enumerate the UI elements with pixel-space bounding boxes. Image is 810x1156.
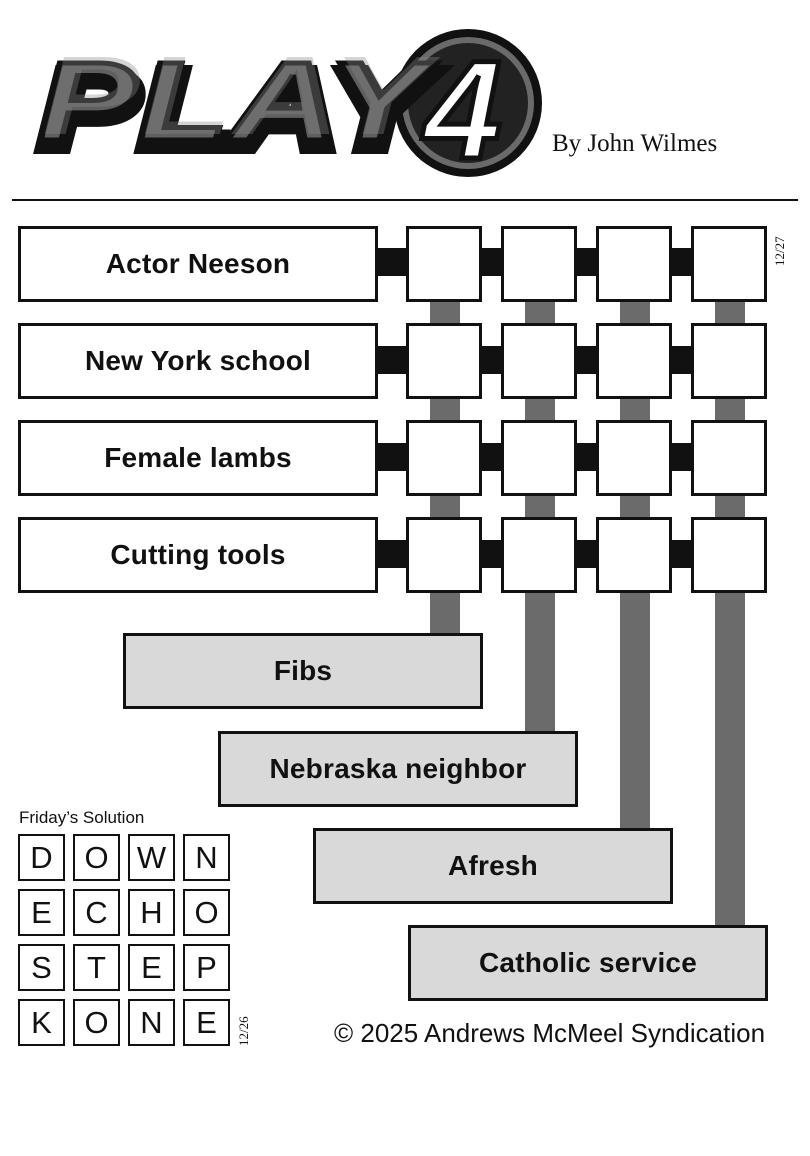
copyright: © 2025 Andrews McMeel Syndication: [334, 1018, 766, 1048]
answer-cell-r1c2[interactable]: [501, 226, 577, 302]
solution-cell: O: [183, 889, 230, 936]
answer-cell-r1c4[interactable]: [691, 226, 767, 302]
row-connector: [575, 443, 599, 471]
row-connector: [480, 248, 504, 276]
solution-cell: H: [128, 889, 175, 936]
answer-cell-r3c1[interactable]: [406, 420, 482, 496]
solution-cell: W: [128, 834, 175, 881]
row-connector: [670, 248, 694, 276]
solution-cell: E: [183, 999, 230, 1046]
down-clue-3: Afresh: [313, 828, 673, 904]
answer-cell-r2c4[interactable]: [691, 323, 767, 399]
row-connector: [575, 346, 599, 374]
answer-cell-r2c2[interactable]: [501, 323, 577, 399]
svg-text:PLAY: PLAY: [40, 47, 440, 172]
row-connector: [575, 248, 599, 276]
answer-cell-r4c1[interactable]: [406, 517, 482, 593]
down-bar-4: [715, 298, 745, 929]
across-clue-4: Cutting tools: [18, 517, 378, 593]
svg-text:PLAY: PLAY: [42, 33, 442, 158]
row-connector: [376, 248, 408, 276]
header-divider: [12, 199, 798, 201]
row-connector: [670, 346, 694, 374]
solution-date: 12/26: [236, 1016, 251, 1046]
row-connector: [480, 443, 504, 471]
row-connector: [670, 443, 694, 471]
across-clue-2: New York school: [18, 323, 378, 399]
row-connector: [480, 540, 504, 568]
answer-cell-r2c3[interactable]: [596, 323, 672, 399]
solution-cell: C: [73, 889, 120, 936]
solution-cell: D: [18, 834, 65, 881]
answer-cell-r4c2[interactable]: [501, 517, 577, 593]
play4-logo: PLAY PLAY PLAY 4: [34, 29, 542, 178]
byline: By John Wilmes: [552, 130, 718, 157]
solution-cell: P: [183, 944, 230, 991]
solution-cell: N: [128, 999, 175, 1046]
row-connector: [670, 540, 694, 568]
across-clue-3: Female lambs: [18, 420, 378, 496]
row-connector: [376, 540, 408, 568]
solution-cell: E: [128, 944, 175, 991]
answer-cell-r2c1[interactable]: [406, 323, 482, 399]
solution-cell: K: [18, 999, 65, 1046]
solution-cell: S: [18, 944, 65, 991]
across-clue-1: Actor Neeson: [18, 226, 378, 302]
solution-cell: E: [18, 889, 65, 936]
down-clue-1: Fibs: [123, 633, 483, 709]
answer-cell-r3c3[interactable]: [596, 420, 672, 496]
puzzle-date: 12/27: [772, 236, 787, 266]
row-connector: [575, 540, 599, 568]
answer-cell-r4c4[interactable]: [691, 517, 767, 593]
solution-label: Friday’s Solution: [19, 808, 145, 827]
answer-cell-r1c1[interactable]: [406, 226, 482, 302]
solution-cell: N: [183, 834, 230, 881]
row-connector: [376, 443, 408, 471]
solution-cell: O: [73, 834, 120, 881]
down-clue-4: Catholic service: [408, 925, 768, 1001]
answer-cell-r3c2[interactable]: [501, 420, 577, 496]
row-connector: [480, 346, 504, 374]
solution-cell: T: [73, 944, 120, 991]
row-connector: [376, 346, 408, 374]
answer-cell-r4c3[interactable]: [596, 517, 672, 593]
svg-text:PLAY: PLAY: [38, 39, 438, 164]
answer-cell-r1c3[interactable]: [596, 226, 672, 302]
answer-cell-r3c4[interactable]: [691, 420, 767, 496]
down-clue-2: Nebraska neighbor: [218, 731, 578, 807]
svg-text:4: 4: [421, 31, 502, 178]
solution-cell: O: [73, 999, 120, 1046]
